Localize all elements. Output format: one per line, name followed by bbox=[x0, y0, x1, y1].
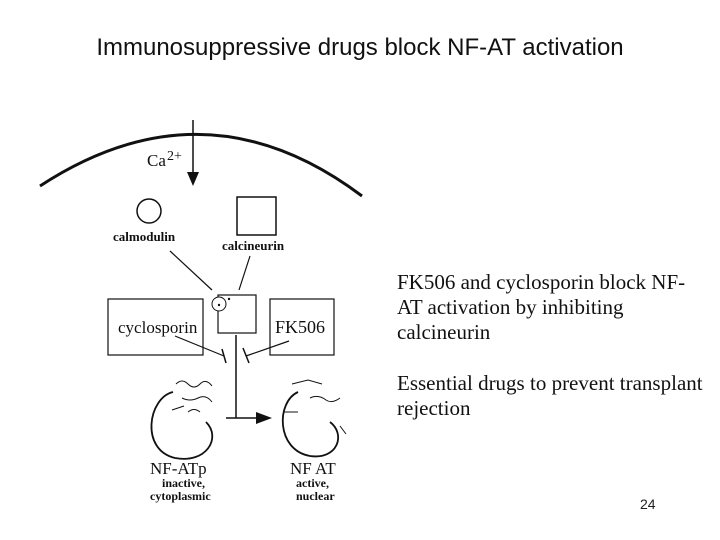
cyclosporin-label: cyclosporin bbox=[118, 318, 198, 337]
nfat-inactive-state-2: cytoplasmic bbox=[150, 489, 211, 503]
nfat-inactive-state-1: inactive, bbox=[162, 476, 205, 490]
complex-dot-2 bbox=[227, 297, 231, 301]
calmodulin-circle bbox=[136, 198, 162, 224]
nfat-active-squiggle bbox=[284, 379, 347, 435]
nfat-active-state-1: active, bbox=[296, 476, 329, 490]
cyclosporin-inhibition-line bbox=[174, 335, 225, 357]
calcium-arrowhead bbox=[187, 172, 199, 186]
bullet-item-1: FK506 and cyclosporin block NF-AT activa… bbox=[397, 270, 686, 344]
calmodulin-to-complex-line bbox=[169, 250, 213, 291]
nfat-inactive-loop bbox=[150, 391, 214, 460]
bullet-item-2: Essential drugs to prevent transplant re… bbox=[397, 371, 703, 420]
nfat-inactive-label: NF-ATp bbox=[150, 459, 207, 478]
calcium-charge-label: 2+ bbox=[167, 149, 182, 164]
nfat-inactive-squiggle bbox=[171, 380, 213, 413]
slide-title: Immunosuppressive drugs block NF-AT acti… bbox=[96, 34, 624, 61]
calcineurin-to-complex-line bbox=[238, 255, 251, 291]
nfat-active-state-2: nuclear bbox=[296, 489, 335, 503]
complex-box bbox=[217, 294, 257, 334]
nfat-active-loop bbox=[281, 391, 340, 458]
complex-dot-1 bbox=[217, 303, 221, 307]
calmodulin-label: calmodulin bbox=[113, 229, 176, 244]
fk506-box bbox=[269, 298, 335, 356]
calcineurin-box bbox=[236, 196, 277, 236]
activation-arrowhead bbox=[256, 412, 272, 424]
fk506-inhibition-line bbox=[245, 340, 290, 357]
calcium-label: Ca bbox=[147, 151, 166, 170]
cyclosporin-inhibition-bar bbox=[221, 348, 227, 364]
fk506-label: FK506 bbox=[275, 317, 325, 337]
cyclosporin-box bbox=[107, 298, 204, 356]
nfat-active-label: NF AT bbox=[290, 459, 336, 478]
calcineurin-label: calcineurin bbox=[222, 238, 285, 253]
cell-membrane bbox=[39, 133, 363, 198]
bullet-list: FK506 and cyclosporin block NF-AT activa… bbox=[397, 270, 707, 447]
page-number: 24 bbox=[640, 496, 656, 512]
fk506-inhibition-bar bbox=[242, 347, 250, 364]
